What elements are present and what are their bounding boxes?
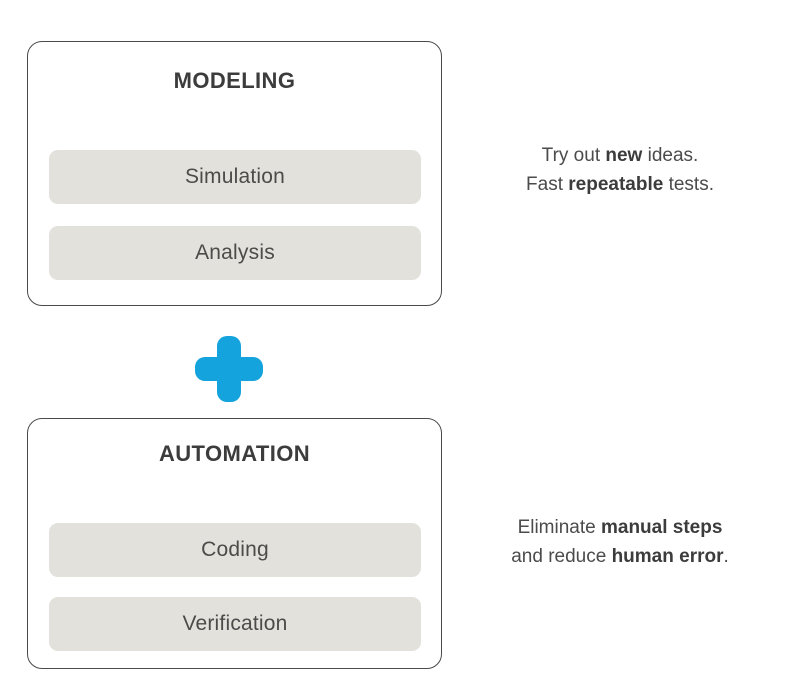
card-modeling-item-analysis-label: Analysis	[195, 241, 275, 264]
card-automation-item-coding[interactable]: Coding	[49, 523, 421, 577]
card-modeling-item-simulation[interactable]: Simulation	[49, 150, 421, 204]
caption-automation-line-1: Eliminate manual steps	[455, 513, 785, 542]
caption-modeling: Try out new ideas. Fast repeatable tests…	[455, 141, 785, 199]
card-automation-item-verification[interactable]: Verification	[49, 597, 421, 651]
plus-icon	[195, 336, 263, 402]
card-modeling-title: MODELING	[173, 68, 296, 93]
plus-icon-vertical-bar	[217, 336, 241, 402]
caption-modeling-line-1-post: ideas.	[642, 145, 699, 166]
caption-modeling-line-1: Try out new ideas.	[455, 141, 785, 170]
caption-modeling-line-1-strong: new	[605, 145, 643, 166]
caption-modeling-line-2: Fast repeatable tests.	[455, 170, 785, 199]
caption-modeling-line-2-strong: repeatable	[568, 174, 664, 195]
caption-automation-line-2: and reduce human error.	[455, 542, 785, 571]
caption-automation-line-1-pre: Eliminate	[517, 517, 601, 538]
card-automation-title: AUTOMATION	[158, 441, 311, 466]
card-modeling-item-simulation-label: Simulation	[184, 165, 286, 188]
card-automation-item-coding-label: Coding	[201, 538, 269, 561]
card-modeling-item-analysis[interactable]: Analysis	[49, 226, 421, 280]
caption-modeling-line-2-pre: Fast	[526, 174, 569, 195]
card-automation: AUTOMATION Coding Verification	[27, 418, 442, 669]
caption-modeling-line-2-post: tests.	[663, 174, 714, 195]
caption-automation-line-2-strong: human error	[611, 546, 724, 567]
card-modeling: MODELING Simulation Analysis	[27, 41, 442, 306]
caption-automation-line-1-strong: manual steps	[600, 517, 723, 538]
caption-modeling-line-1-pre: Try out	[541, 145, 606, 166]
card-automation-item-verification-label: Verification	[182, 612, 288, 635]
caption-automation: Eliminate manual steps and reduce human …	[455, 513, 785, 571]
caption-automation-line-2-post: .	[723, 546, 729, 567]
caption-automation-line-2-pre: and reduce	[511, 546, 612, 567]
